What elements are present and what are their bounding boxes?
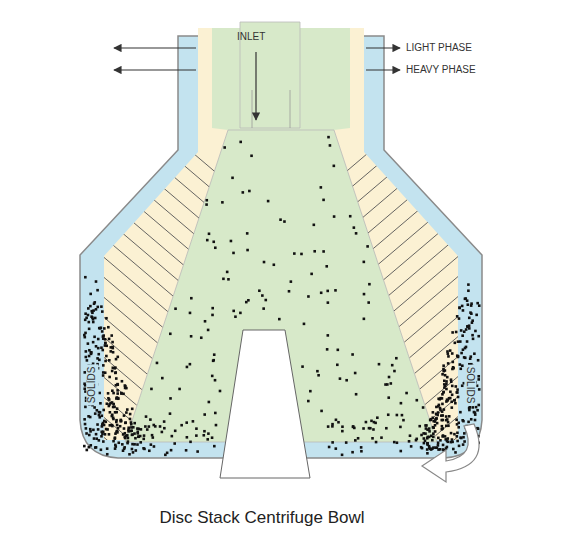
outlet-arrow	[114, 47, 196, 48]
outlet-label: HEAVY PHASE	[406, 64, 476, 76]
outlet-label: LIGHT PHASE	[406, 42, 472, 54]
inlet-arrow	[255, 52, 256, 120]
outlet-arrow	[366, 69, 400, 70]
outlet-arrow	[366, 47, 400, 48]
solids-label: SOLIDS	[86, 365, 98, 406]
solids-label: SOLIDS	[464, 365, 476, 406]
caption: Disc Stack Centrifuge Bowl	[159, 508, 364, 528]
rotation-arrow	[422, 424, 479, 482]
outlet-arrow	[114, 69, 196, 70]
disc-stack	[60, 40, 501, 551]
inlet-label: INLET	[237, 31, 265, 43]
spindle-cone	[220, 330, 310, 478]
